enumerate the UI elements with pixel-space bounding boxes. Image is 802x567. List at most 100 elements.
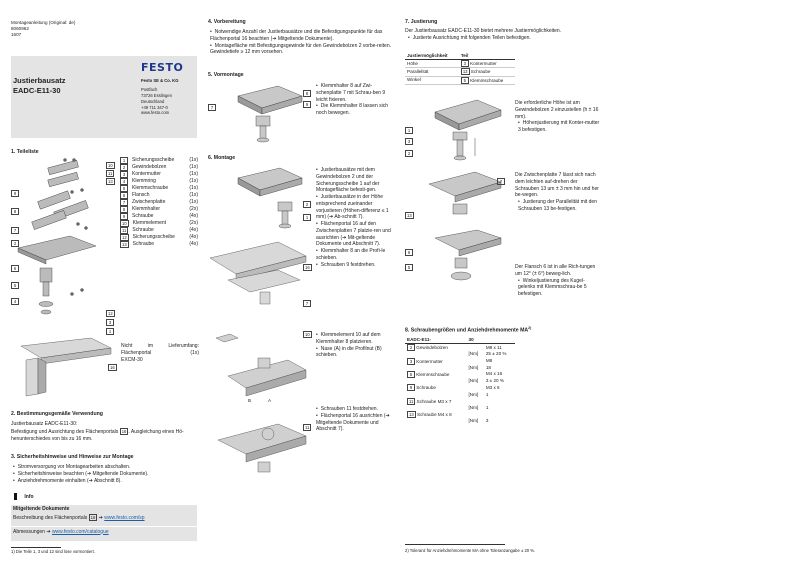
list-item: Anziehdrehmomente einhalten (➔ Abschnitt… xyxy=(13,478,203,485)
s2-body: Justierbausatz EADC-E11-30: Befestigung … xyxy=(11,421,184,442)
mount-figure-4 xyxy=(217,423,307,473)
callout-16-s6: 16 xyxy=(303,264,312,271)
list-item: Klemmhalter 8 auf Zwi-schenplatte 7 mit … xyxy=(316,83,396,103)
table-row: 13 Schraube M4 x 8 xyxy=(407,411,452,419)
list-item: Justierbausätze in der Höhe entsprechend… xyxy=(316,194,398,221)
festo-catalogue-link[interactable]: www.festo.com/catalogue xyxy=(51,528,109,535)
s3-list: Stromversorgung vor Montagearbeiten absc… xyxy=(13,464,203,484)
callout-1-s6: 1 xyxy=(303,214,311,222)
list-item: Sicherheitshinweise beachten (➔ Mitgelte… xyxy=(13,471,203,478)
list-item: Nase (A) in die Profilnut (B) schieben. xyxy=(316,346,398,360)
s7-p2: Die Zwischenplatte 7 lässt sich nach dem… xyxy=(515,172,601,213)
callout-10-s6: 10 xyxy=(303,331,312,338)
callout-6-s7: 6 xyxy=(405,249,413,257)
s6-block2: Klemmelement 10 auf dem Klemmhalter 8 pl… xyxy=(316,332,398,359)
mount-figure-3 xyxy=(215,333,307,397)
callout-16: 16 xyxy=(108,364,117,371)
callout-5-s7: 5 xyxy=(405,264,413,272)
premount-figure xyxy=(237,85,303,143)
callout-13-s7: 13 xyxy=(405,212,414,219)
callout-9-s5: 9 xyxy=(303,101,311,109)
footnote-1: 1) Die Teile 1, 3 und 12 sind lose vormo… xyxy=(11,549,95,554)
callout-13: 13 xyxy=(106,178,115,185)
callout-3-s7: 3 xyxy=(405,138,413,146)
list-item: Schrauben 9 festdrehen. xyxy=(316,262,398,269)
height-adjust-figure xyxy=(434,99,502,161)
meta-line3: 1607 xyxy=(11,32,22,38)
list-item: Flächenportal 16 auf den Zwischenplatten… xyxy=(316,221,398,248)
s4-heading: 4. Vorbereitung xyxy=(208,19,246,25)
s6-heading: 6. Montage xyxy=(208,155,236,161)
s5-heading: 5. Vormontage xyxy=(208,72,244,78)
parts-exploded-figure xyxy=(17,158,97,315)
label-b: B xyxy=(248,398,252,403)
list-item: Klemmhalter 8 an die Profi-le schieben. xyxy=(316,248,398,262)
list-item: Klemmelement 10 auf dem Klemmhalter 8 pl… xyxy=(316,332,398,346)
callout-9: 9 xyxy=(11,190,19,198)
gantry-figure xyxy=(20,337,112,397)
meta-line2: 8060962 xyxy=(11,26,29,32)
meta-line1: Montageanleitung (Original: de) xyxy=(11,20,76,25)
callout-8: 8 xyxy=(11,208,19,216)
s6-block3: Schrauben 11 festdrehen. Flächenportal 1… xyxy=(316,406,398,433)
table-row: [Nm]1 xyxy=(468,391,489,397)
callout-2: 2 xyxy=(11,240,19,248)
list-item: Montagefläche mit Befestigungsgewinde fü… xyxy=(210,43,396,57)
callout-2-s6: 2 xyxy=(303,201,311,209)
callout-6: 6 xyxy=(11,265,19,273)
table-row: [Nm]3 ± 20 % xyxy=(468,378,504,384)
callout-8-s5: 8 xyxy=(303,90,311,98)
table-row: [Nm]25 ± 20 % xyxy=(468,351,507,357)
callout-10: 10 xyxy=(106,162,115,169)
callout-1-s7: 1 xyxy=(405,127,413,135)
s7-heading: 7. Justierung xyxy=(405,19,438,25)
angle-adjust-figure xyxy=(434,229,502,281)
s6-block1: Justierbausätze mit dem Gewindebolzen 2 … xyxy=(316,167,398,268)
callout-4: 4 xyxy=(11,298,19,306)
s3-heading: 3. Sicherheitshinweise und Hinweise zur … xyxy=(11,454,134,460)
company-address: Festo SE & Co. KG Postfach 73726 Essling… xyxy=(141,78,179,116)
callout-11-s6: 11 xyxy=(303,424,312,431)
s7-p1: Die erforderliche Höhe ist am Gewindebol… xyxy=(515,100,601,134)
callout-1b: 1 xyxy=(106,328,114,336)
footnote-rule-2 xyxy=(405,544,505,545)
callout-7-s6: 7 xyxy=(303,300,311,308)
list-item: Notwendige Anzahl der Justierbausätze un… xyxy=(210,29,396,43)
table-row: 11 Schraube M3 x 7 xyxy=(407,397,452,405)
s1-heading: 1. Teileliste xyxy=(11,149,39,155)
callout-7: 7 xyxy=(11,227,19,235)
list-item: Die Klemmhalter 8 lassen sich noch beweg… xyxy=(316,103,396,117)
info-header: Info xyxy=(14,493,34,501)
callout-3b: 3 xyxy=(106,319,114,327)
festo-logo: FESTO xyxy=(141,61,184,74)
title-block: Justierbausatz EADC-E11-30 FESTO Festo S… xyxy=(11,56,197,138)
table-row: [Nm]18 xyxy=(468,364,491,370)
info-box: Mitgeltende Dokumente Beschreibung des F… xyxy=(11,505,197,541)
festo-sp-link[interactable]: www.festo.com/sp xyxy=(104,514,145,521)
mount-figure-1 xyxy=(237,167,303,229)
list-item: Flächenportal 16 ausrichten (➔ Mitgelten… xyxy=(316,413,398,433)
callout-7-s5: 7 xyxy=(208,104,216,112)
callout-2-s7: 2 xyxy=(405,150,413,158)
